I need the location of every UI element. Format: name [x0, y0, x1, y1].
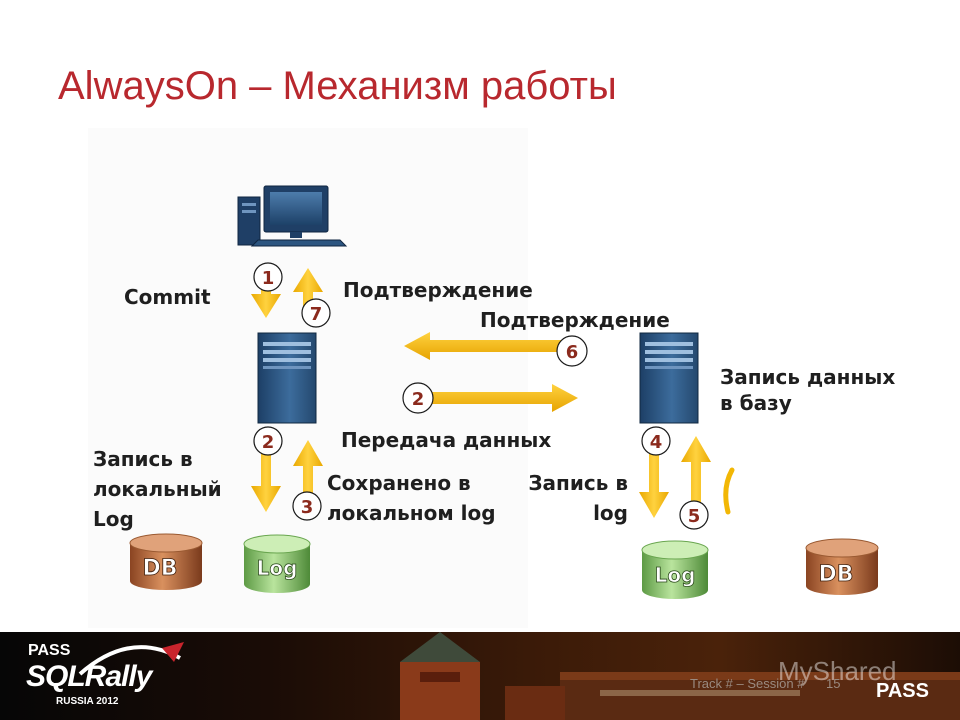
label-write-log: Запись в log	[508, 468, 628, 528]
label-write-local-line3: Log	[93, 507, 134, 531]
arrow-local-saved-up	[293, 440, 323, 518]
svg-text:Log: Log	[257, 556, 298, 580]
label-write-db-line1: Запись данных	[720, 365, 896, 389]
arrow-remote-write-up	[681, 436, 711, 516]
arrow-local-write-down	[251, 444, 281, 512]
label-saved-line1: Сохранено в	[327, 471, 471, 495]
step-marker-6: 6	[556, 335, 588, 367]
label-write-local-line1: Запись в	[93, 447, 193, 471]
svg-text:6: 6	[566, 342, 579, 363]
footer-track-text: Track # – Session #	[690, 676, 805, 691]
footer-page-number: 15	[826, 676, 841, 691]
arrow-confirm-left	[404, 332, 575, 360]
label-confirm-secondary: Подтверждение	[480, 308, 670, 332]
label-write-db: Запись данных в базу	[720, 364, 895, 416]
arrow-remote-write-down	[639, 446, 669, 518]
svg-text:DB: DB	[818, 562, 853, 587]
svg-text:2: 2	[262, 432, 275, 453]
label-data-transfer: Передача данных	[341, 428, 552, 452]
footer-edition: RUSSIA 2012	[56, 696, 119, 707]
footer-sqlrally-logo: SQLRally	[26, 660, 152, 693]
arrow-commit-down	[251, 266, 281, 318]
arrow-redo-curve	[723, 467, 735, 515]
arrow-confirm-up	[293, 268, 323, 320]
speedometer-arc-icon	[78, 642, 184, 676]
step-marker-3: 3	[292, 491, 322, 521]
svg-text:1: 1	[262, 268, 275, 289]
svg-text:7: 7	[310, 304, 323, 325]
primary-server-icon	[257, 332, 317, 424]
label-saved-line2: локальном log	[327, 501, 496, 525]
label-confirm-primary: Подтверждение	[343, 278, 533, 302]
label-write-db-line2: в базу	[720, 391, 792, 415]
step-marker-5: 5	[679, 500, 709, 530]
log-cylinder-remote: Log	[641, 540, 709, 599]
svg-text:5: 5	[688, 506, 701, 527]
svg-text:DB: DB	[142, 556, 177, 581]
footer-track-session: Track # – Session # 15	[690, 676, 841, 691]
step-marker-2-transfer: 2	[402, 382, 434, 414]
step-marker-1: 1	[253, 262, 283, 292]
footer-pass-logo: PASS	[876, 680, 929, 702]
step-marker-7: 7	[301, 298, 331, 328]
label-write-local-line2: локальный	[93, 477, 222, 501]
step-marker-4: 4	[641, 426, 671, 456]
client-computer-icon	[237, 185, 348, 247]
secondary-server-icon	[639, 332, 699, 424]
label-commit: Commit	[124, 285, 211, 309]
label-write-log-line1: Запись в	[528, 471, 628, 495]
footer-watermark: MyShared	[778, 656, 897, 686]
footer-banner: PASS SQLRally RUSSIA 2012 MyShared Track…	[0, 632, 960, 720]
step-marker-2-local: 2	[253, 426, 283, 456]
db-cylinder-remote: DB	[805, 538, 879, 595]
svg-text:3: 3	[301, 497, 314, 518]
label-write-local: Запись в локальный Log	[93, 444, 222, 534]
arrow-transfer-right	[410, 384, 578, 412]
label-saved-local: Сохранено в локальном log	[327, 468, 496, 528]
svg-text:2: 2	[412, 389, 425, 410]
label-write-log-line2: log	[593, 501, 628, 525]
slide-title: AlwaysOn – Механизм работы	[58, 64, 617, 108]
svg-text:Log: Log	[655, 563, 696, 587]
footer-pass-top: PASS	[28, 642, 71, 659]
svg-text:4: 4	[650, 432, 663, 453]
diagram: 1 7 6 2 2 3 4 5	[129, 185, 879, 599]
kremlin-skyline	[400, 632, 960, 720]
log-cylinder-local: Log	[243, 534, 311, 593]
db-cylinder-local: DB	[129, 533, 203, 590]
